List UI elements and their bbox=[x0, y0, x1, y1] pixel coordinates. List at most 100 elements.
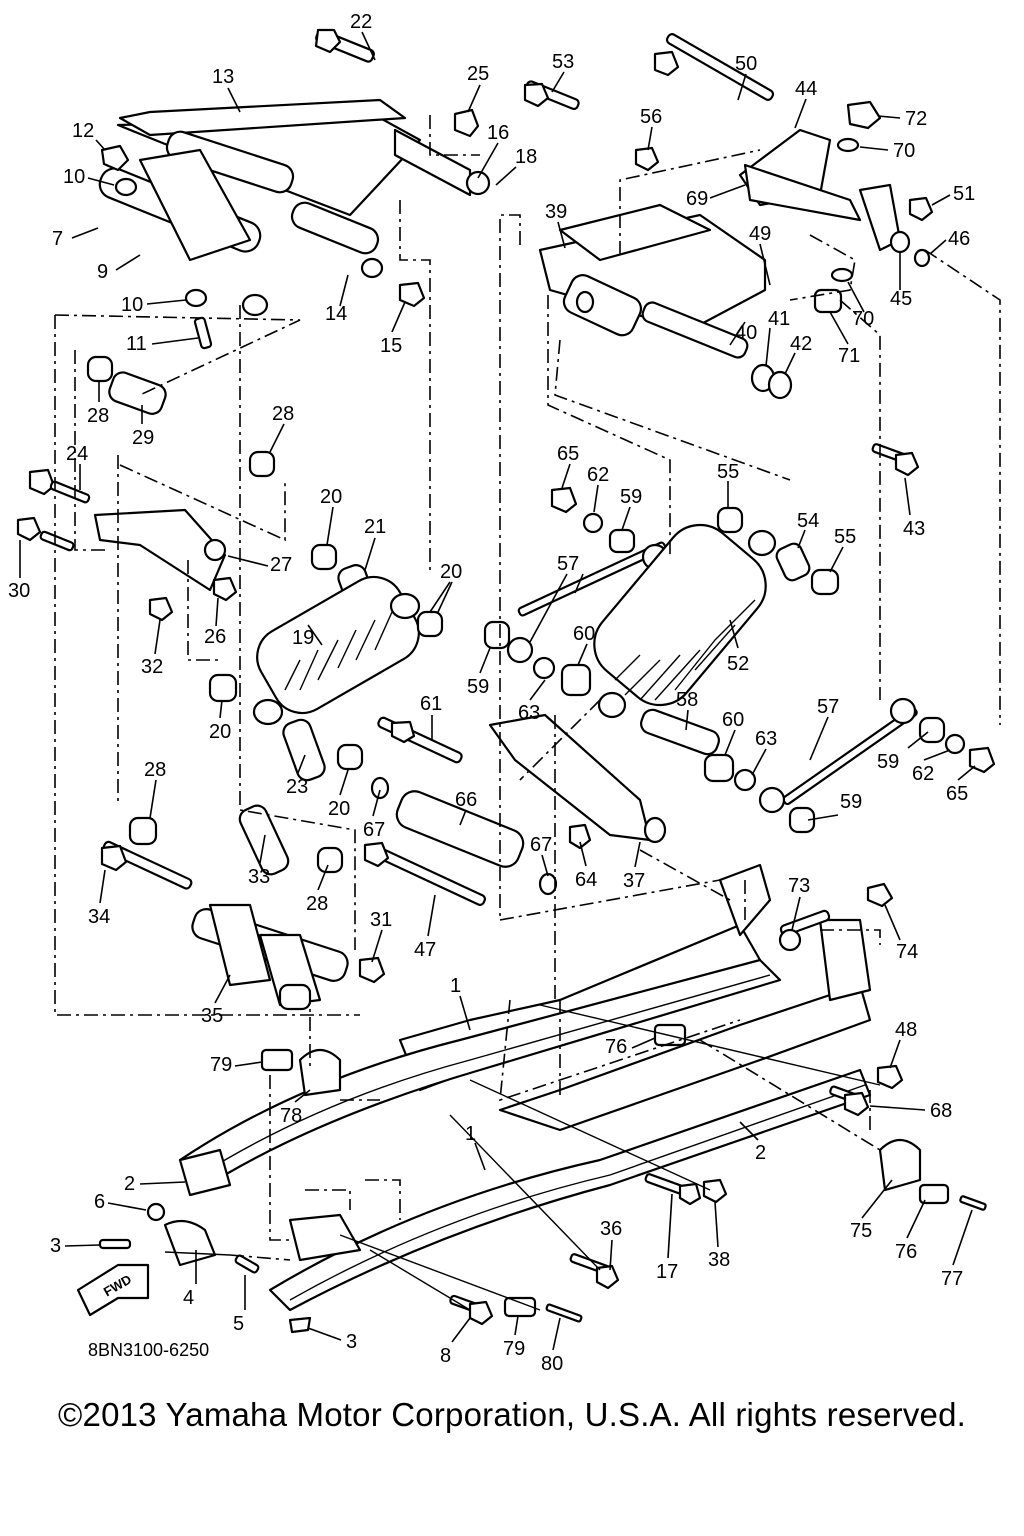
callout-label: 3 bbox=[50, 1235, 61, 1257]
callout-label: 34 bbox=[88, 906, 110, 928]
callout-label: 32 bbox=[141, 656, 163, 678]
front-shock-assembly bbox=[16, 468, 444, 782]
callout-label: 72 bbox=[905, 108, 927, 130]
callout-label: 2 bbox=[124, 1173, 135, 1195]
callout-label: 20 bbox=[209, 721, 231, 743]
callout-label: 65 bbox=[557, 443, 579, 465]
callout-label: 6 bbox=[94, 1191, 105, 1213]
callout-label: 63 bbox=[518, 702, 540, 724]
callout-label: 69 bbox=[686, 188, 708, 210]
callout-label: 59 bbox=[620, 486, 642, 508]
leader-lines bbox=[19, 31, 976, 1351]
callout-label: 44 bbox=[795, 78, 817, 100]
callout-label: 5 bbox=[233, 1313, 244, 1335]
callout-label: 62 bbox=[912, 763, 934, 785]
exploded-parts-diagram: FWD bbox=[8, 11, 1001, 1375]
callout-label: 41 bbox=[768, 308, 790, 330]
callout-label: 79 bbox=[210, 1054, 232, 1076]
callout-label: 19 bbox=[292, 627, 314, 649]
callout-label: 65 bbox=[946, 783, 968, 805]
callout-label: 70 bbox=[852, 308, 874, 330]
callout-label: 73 bbox=[788, 875, 810, 897]
callout-label: 33 bbox=[248, 866, 270, 888]
callout-label: 35 bbox=[201, 1005, 223, 1027]
callout-label: 76 bbox=[605, 1036, 627, 1058]
callout-label: 10 bbox=[121, 294, 143, 316]
callout-label: 57 bbox=[817, 696, 839, 718]
callout-label: 62 bbox=[587, 464, 609, 486]
callout-label: 58 bbox=[676, 689, 698, 711]
center-hardware bbox=[363, 713, 667, 906]
callout-label: 79 bbox=[503, 1338, 525, 1360]
callout-label: 16 bbox=[487, 122, 509, 144]
callout-label: 8 bbox=[440, 1345, 451, 1367]
callout-label: 55 bbox=[717, 461, 739, 483]
callout-label: 67 bbox=[363, 819, 385, 841]
callout-label: 60 bbox=[722, 709, 744, 731]
callout-label: 30 bbox=[8, 580, 30, 602]
callout-label: 22 bbox=[350, 11, 372, 33]
callout-label: 3 bbox=[346, 1331, 357, 1353]
callout-label: 47 bbox=[414, 939, 436, 961]
callout-label: 29 bbox=[132, 427, 154, 449]
callout-label: 74 bbox=[896, 941, 918, 963]
callout-label: 71 bbox=[838, 345, 860, 367]
callout-label: 15 bbox=[380, 335, 402, 357]
drawing-code: 8BN3100-6250 bbox=[88, 1340, 210, 1360]
callout-label: 36 bbox=[600, 1218, 622, 1240]
callout-label: 25 bbox=[467, 63, 489, 85]
callout-label: 20 bbox=[320, 486, 342, 508]
callout-label: 20 bbox=[328, 798, 350, 820]
callout-label: 31 bbox=[370, 909, 392, 931]
callout-label: 56 bbox=[640, 106, 662, 128]
callout-label: 10 bbox=[63, 166, 85, 188]
callout-label: 17 bbox=[656, 1261, 678, 1283]
callout-label: 55 bbox=[834, 526, 856, 548]
fwd-arrow-icon: FWD bbox=[76, 1263, 150, 1317]
callout-label: 63 bbox=[755, 728, 777, 750]
callout-label: 13 bbox=[212, 66, 234, 88]
callout-label: 54 bbox=[797, 510, 819, 532]
rail-hardware bbox=[98, 882, 987, 1334]
callout-label: 77 bbox=[941, 1268, 963, 1290]
callout-label: 50 bbox=[735, 53, 757, 75]
callout-label: 53 bbox=[552, 51, 574, 73]
callout-label: 37 bbox=[623, 870, 645, 892]
callout-label: 2 bbox=[755, 1142, 766, 1164]
callout-label: 7 bbox=[52, 228, 63, 250]
copyright-notice: ©2013 Yamaha Motor Corporation, U.S.A. A… bbox=[58, 1396, 966, 1433]
callout-labels: 22 13 25 53 50 44 72 12 16 56 70 10 18 3… bbox=[8, 11, 975, 1375]
callout-label: 48 bbox=[895, 1019, 917, 1041]
callout-label: 70 bbox=[893, 140, 915, 162]
callout-label: 57 bbox=[557, 553, 579, 575]
callout-label: 26 bbox=[204, 626, 226, 648]
callout-label: 67 bbox=[530, 834, 552, 856]
callout-label: 28 bbox=[272, 403, 294, 425]
callout-label: 14 bbox=[325, 303, 347, 325]
callout-label: 45 bbox=[890, 288, 912, 310]
callout-label: 28 bbox=[87, 405, 109, 427]
callout-label: 20 bbox=[440, 561, 462, 583]
callout-label: 1 bbox=[450, 975, 461, 997]
callout-label: 39 bbox=[545, 201, 567, 223]
callout-label: 28 bbox=[144, 759, 166, 781]
callout-label: 60 bbox=[573, 623, 595, 645]
callout-label: 80 bbox=[541, 1353, 563, 1375]
front-hardware bbox=[86, 28, 480, 478]
callout-label: 78 bbox=[280, 1105, 302, 1127]
callout-label: 49 bbox=[749, 223, 771, 245]
callout-label: 23 bbox=[286, 776, 308, 798]
callout-label: 21 bbox=[364, 516, 386, 538]
rear-shock-assembly bbox=[483, 486, 996, 834]
callout-label: 12 bbox=[72, 120, 94, 142]
callout-label: 59 bbox=[467, 676, 489, 698]
lower-front-arm bbox=[100, 804, 386, 1011]
callout-label: 46 bbox=[948, 228, 970, 250]
rear-swing-arm bbox=[523, 33, 934, 477]
callout-label: 27 bbox=[270, 554, 292, 576]
callout-label: 59 bbox=[840, 791, 862, 813]
callout-label: 9 bbox=[97, 261, 108, 283]
callout-label: 75 bbox=[850, 1220, 872, 1242]
callout-label: 59 bbox=[877, 751, 899, 773]
callout-label: 11 bbox=[126, 333, 147, 355]
